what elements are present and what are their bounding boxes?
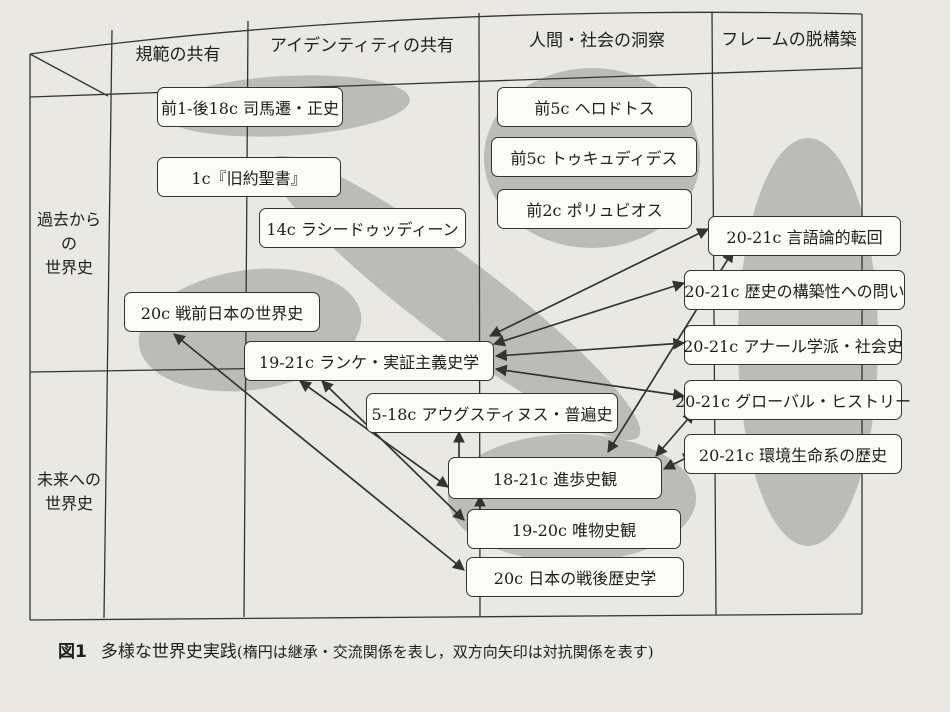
row-header-past: 過去からの 世界史 [36,210,101,277]
node-postwar-japan: 20c 日本の戦後歴史学 [466,557,684,597]
node-herodotus: 前5c ヘロドトス [497,87,692,127]
grid-col-divider-1 [103,29,113,619]
node-global-history: 20-21c グローバル・ヒストリー [675,380,911,420]
grid-header-divider [29,67,863,98]
grid-top-border [29,11,863,55]
column-header-insight: 人間・社会の洞察 [529,31,665,51]
node-annales: 20-21c アナール学派・社会史 [683,325,903,365]
node-prewar-japan: 20c 戦前日本の世界史 [124,292,320,332]
row-header-future: 未来への 世界史 [36,470,101,513]
column-header-norms: 規範の共有 [135,45,221,65]
node-environment: 20-21c 環境生命系の歴史 [684,434,902,474]
node-thucydides: 前5c トゥキュディデス [491,137,697,177]
node-augustine: 5-18c アウグスティヌス・普遍史 [366,393,618,433]
node-materialism: 19-20c 唯物史観 [467,509,681,549]
grid-header-diagonal [29,53,109,97]
figure-number: 図1 [58,642,87,662]
node-constructedness: 20-21c 歴史の構築性への問い [684,270,905,310]
figure-caption: 図1 多様な世界史実践(楕円は継承・交流関係を表し，双方向矢印は対抗関係を表す) [58,636,918,668]
node-old-testament: 1c『旧約聖書』 [157,157,341,197]
node-linguistic-turn: 20-21c 言語論的転回 [708,216,901,256]
figure-note: (楕円は継承・交流関係を表し，双方向矢印は対抗関係を表す) [236,643,654,661]
column-header-identity: アイデンティティの共有 [269,36,455,56]
node-progress: 18-21c 進歩史観 [448,457,662,499]
arrow-layer [173,228,734,571]
arrow-ranke-materialism [321,380,465,521]
grid-bottom-border [29,613,863,621]
figure-title: 多様な世界史実践 [100,642,237,662]
node-ranke: 19-21c ランケ・実証主義史学 [244,341,494,381]
node-sima-qian: 前1-後18c 司馬遷・正史 [157,87,343,127]
node-polybius: 前2c ポリュビオス [497,189,692,229]
column-header-deconstruction: フレームの脱構築 [721,30,857,50]
node-rashid-al-din: 14c ラシードゥッディーン [259,208,466,248]
grid-col-divider-4 [711,11,717,616]
